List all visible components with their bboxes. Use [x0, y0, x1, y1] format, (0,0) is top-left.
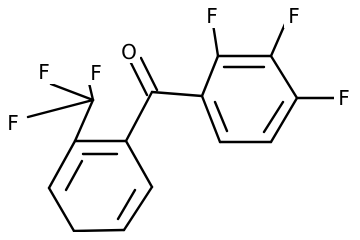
- right-ring-inner-3: [213, 100, 229, 133]
- bond-carbonyl-right: [150, 90, 204, 98]
- cf3-fluorine-left-mask: [3, 111, 23, 135]
- left-ring-inner-2: [64, 159, 84, 192]
- fluorine-3-label-mask: [284, 4, 304, 28]
- bond-cf3-left: [26, 98, 95, 119]
- molecule-structure: O F F F F F F: [3, 4, 354, 232]
- bond-carbonyl-left: [124, 90, 154, 143]
- right-ring-bond-1: [200, 54, 220, 98]
- fluorine-2-atom-label: F: [206, 4, 218, 28]
- fluorine-4-atom-label: F: [338, 86, 350, 110]
- fluorine-2-label-mask: [202, 4, 222, 28]
- oxygen-atom-label: O: [121, 40, 137, 64]
- bond-cf3-top: [49, 82, 95, 102]
- left-ring-inner-1: [116, 188, 137, 221]
- cf3-fluorine-top-mask: [34, 60, 54, 84]
- bond-ring-to-cf3: [73, 98, 95, 143]
- cf3-fluorine-right-mask: [86, 61, 106, 85]
- cf3-fluorine-top-label: F: [38, 60, 50, 84]
- right-ring-bond-3: [269, 54, 299, 100]
- right-ring-bond-6: [200, 94, 222, 144]
- left-ring-bond-5: [47, 139, 77, 190]
- bond-ring-f3: [269, 22, 287, 58]
- left-ring-bond-3: [72, 228, 126, 232]
- bond-carbonyl-c-o-1: [129, 61, 149, 97]
- oxygen-label-mask: [118, 39, 140, 63]
- right-ring-inner-2: [262, 100, 285, 134]
- left-ring-bond-1: [124, 139, 154, 189]
- bond-ring-f2: [211, 22, 220, 58]
- bond-cf3-right: [87, 81, 95, 102]
- left-ring-bond-2: [122, 185, 154, 232]
- bond-carbonyl-c-o-2: [139, 56, 159, 92]
- right-ring-bond-4: [269, 96, 299, 144]
- cf3-fluorine-right-label: F: [90, 61, 102, 85]
- fluorine-3-atom-label: F: [288, 4, 300, 28]
- fluorine-4-label-mask: [334, 86, 354, 110]
- left-ring-bond-4: [47, 186, 76, 232]
- cf3-fluorine-left-label: F: [7, 111, 19, 135]
